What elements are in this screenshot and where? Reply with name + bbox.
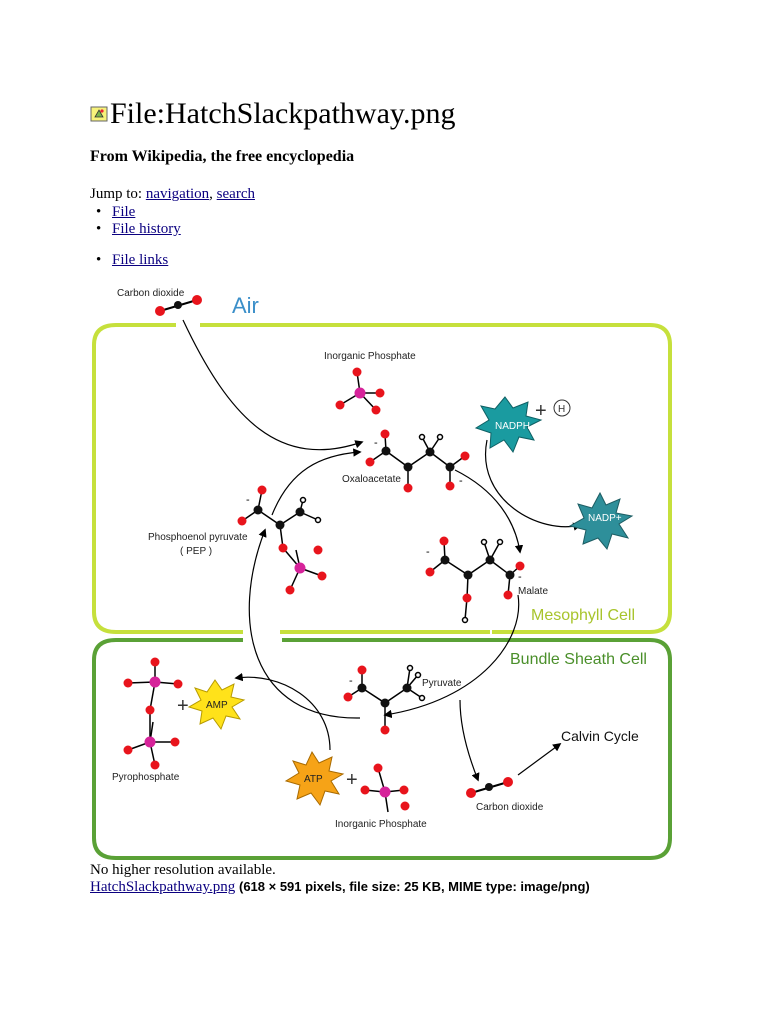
toc-link-file[interactable]: File xyxy=(112,204,136,220)
oxaloacetate-minus-left: - xyxy=(374,437,378,449)
co2-to-calvin-arrow xyxy=(517,743,562,776)
nadph-label: NADPH xyxy=(495,421,530,432)
pyrophosphate-label: Pyrophosphate xyxy=(112,772,180,783)
hatch-slack-pathway-diagram[interactable]: Air Carbon dioxide Inorganic Phosphate N… xyxy=(84,280,684,865)
pep-minus: - xyxy=(246,494,250,506)
page-subtitle: From Wikipedia, the free encyclopedia xyxy=(90,148,355,165)
calvin-cycle-label: Calvin Cycle xyxy=(561,728,639,744)
oxaloacetate-label: Oxaloacetate xyxy=(342,474,401,485)
plus-sign-nadph: + xyxy=(535,400,547,422)
inorganic-phosphate-top-molecule xyxy=(335,367,385,415)
malate-minus-left: - xyxy=(426,546,430,558)
pep-to-oxaloacetate-arrow xyxy=(271,448,362,516)
file-metadata: (618 × 591 pixels, file size: 25 KB, MIM… xyxy=(238,879,590,894)
pyruvate-label: Pyruvate xyxy=(422,678,462,689)
jump-separator: , xyxy=(209,186,213,202)
pyruvate-minus: - xyxy=(349,675,353,687)
inorganic-phosphate-top-label: Inorganic Phosphate xyxy=(324,351,416,362)
air-label: Air xyxy=(232,293,259,318)
malate-molecule xyxy=(425,536,525,624)
bundle-sheath-cell-border xyxy=(92,638,672,860)
nadph-burst: NADPH xyxy=(474,396,543,454)
toc-link-file-history[interactable]: File history xyxy=(112,221,181,237)
toc-item-file-history: File history xyxy=(96,221,181,238)
jump-to-row: Jump to: navigation, search xyxy=(90,186,255,203)
h-plus-ion: H xyxy=(553,399,571,417)
plus-sign-amp: + xyxy=(177,695,189,717)
amp-burst: AMP xyxy=(187,679,246,731)
page-title: File:HatchSlackpathway.png xyxy=(110,97,456,130)
malate-to-bundle-arrow xyxy=(383,594,520,719)
jump-navigation-link[interactable]: navigation xyxy=(145,186,210,202)
file-info-line: HatchSlackpathway.png (618 × 591 pixels,… xyxy=(90,879,590,896)
no-higher-resolution-note: No higher resolution available. xyxy=(90,862,276,878)
pyruvate-molecule xyxy=(343,664,426,735)
inorganic-phosphate-bottom-molecule xyxy=(360,763,410,813)
carbon-dioxide-bottom-label: Carbon dioxide xyxy=(476,802,544,813)
amp-label: AMP xyxy=(206,700,228,711)
atp-label: ATP xyxy=(304,774,323,785)
atp-to-amp-arrow xyxy=(234,672,331,751)
h-plus-label: H xyxy=(558,404,565,415)
mesophyll-cell-label: Mesophyll Cell xyxy=(531,607,635,624)
carbon-dioxide-top-molecule xyxy=(155,295,202,316)
malate-label: Malate xyxy=(518,586,548,597)
toc-item-file-links: File links xyxy=(96,252,169,269)
bundle-sheath-cell-label: Bundle Sheath Cell xyxy=(510,651,647,668)
file-page-icon xyxy=(90,106,108,122)
pep-label-line1: Phosphoenol pyruvate xyxy=(148,532,248,543)
oxaloacetate-to-malate-arrow xyxy=(454,469,524,554)
jump-search-link[interactable]: search xyxy=(216,186,255,202)
plus-sign-atp: + xyxy=(346,769,358,791)
malate-minus-right: - xyxy=(518,571,522,583)
malate-to-co2-arrow xyxy=(459,699,480,782)
oxaloacetate-molecule xyxy=(365,429,470,493)
pyruvate-to-pep-arrow xyxy=(248,528,361,719)
nadp-plus-label: NADP+ xyxy=(588,513,622,524)
pyrophosphate-molecule xyxy=(123,657,183,770)
carbon-dioxide-top-label: Carbon dioxide xyxy=(117,288,185,299)
toc-item-file: File xyxy=(96,204,136,221)
toc-link-file-links[interactable]: File links xyxy=(112,252,169,268)
carbon-dioxide-bottom-molecule xyxy=(466,777,513,798)
pep-molecule xyxy=(237,485,327,595)
oxaloacetate-minus-right: - xyxy=(459,475,463,487)
file-name-link[interactable]: HatchSlackpathway.png xyxy=(90,879,236,895)
atp-burst: ATP xyxy=(284,750,345,807)
mesophyll-cell-border xyxy=(92,323,672,634)
inorganic-phosphate-bottom-label: Inorganic Phosphate xyxy=(335,819,427,830)
jump-to-label: Jump to: xyxy=(90,186,143,202)
nadph-to-nadp-arrow xyxy=(484,439,582,531)
title-row: File:HatchSlackpathway.png xyxy=(90,92,455,136)
nadp-plus-burst: NADP+ xyxy=(568,491,634,551)
pep-label-line2: ( PEP ) xyxy=(180,546,212,557)
co2-entry-arrow xyxy=(182,319,364,451)
